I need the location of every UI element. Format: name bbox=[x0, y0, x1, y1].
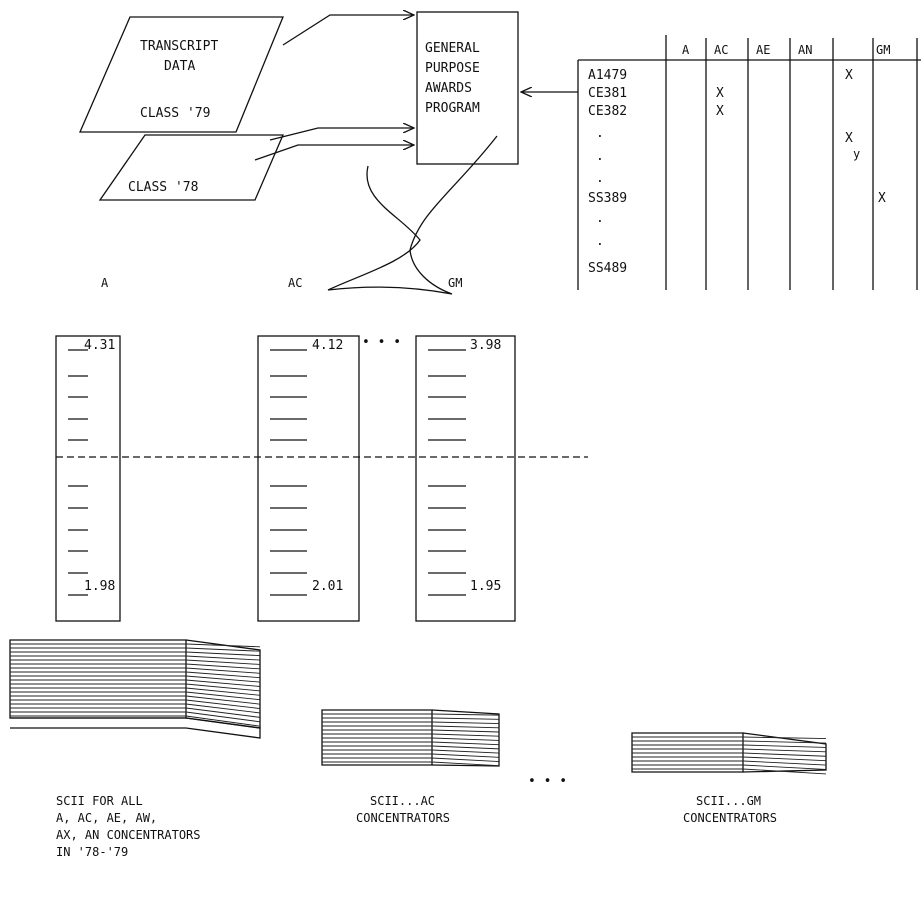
caption-all-line-3: AX, AN CONCENTRATORS bbox=[56, 828, 201, 842]
program-line-4: PROGRAM bbox=[425, 101, 480, 116]
ranking-label-gm: GM bbox=[448, 276, 462, 290]
matrix-row-dot-3: . bbox=[596, 171, 604, 186]
matrix-mark-ce381: X bbox=[716, 86, 724, 101]
program-line-1: GENERAL bbox=[425, 41, 480, 56]
matrix-mark-a1479: X bbox=[845, 68, 853, 83]
arrow-transcript-to-program-mid bbox=[270, 128, 414, 140]
class-78-label: CLASS '78 bbox=[128, 180, 198, 195]
class-79-label: CLASS '79 bbox=[140, 106, 210, 121]
paper-stack-ac bbox=[322, 710, 499, 766]
matrix-col-a: A bbox=[682, 43, 690, 57]
transcript-data-class-79: TRANSCRIPT DATA CLASS '79 bbox=[80, 17, 283, 132]
matrix-row-a1479: A1479 bbox=[588, 68, 627, 83]
matrix-row-dot-2: . bbox=[596, 149, 604, 164]
general-purpose-awards-program: GENERAL PURPOSE AWARDS PROGRAM bbox=[417, 12, 518, 164]
matrix-row-ss489: SS489 bbox=[588, 261, 627, 276]
ranking-gm-bottom: 1.95 bbox=[470, 579, 501, 594]
caption-all-line-1: SCII FOR ALL bbox=[56, 794, 143, 808]
matrix-row-dot-5: . bbox=[596, 234, 604, 249]
matrix-col-ae: AE bbox=[756, 43, 770, 57]
ranking-ellipsis: • • • bbox=[362, 335, 401, 350]
caption-stack-all: SCII FOR ALL A, AC, AE, AW, AX, AN CONCE… bbox=[56, 794, 201, 859]
caption-gm-line-2: CONCENTRATORS bbox=[683, 811, 777, 825]
ranking-label-ac: AC bbox=[288, 276, 302, 290]
ranking-ac-top: 4.12 bbox=[312, 338, 343, 353]
matrix-mark-ss389: X bbox=[878, 191, 886, 206]
arrow-class78-to-program bbox=[255, 145, 414, 160]
caption-stack-ac: SCII...AC CONCENTRATORS bbox=[356, 794, 450, 825]
caption-all-line-2: A, AC, AE, AW, bbox=[56, 811, 157, 825]
ranking-a-bottom: 1.98 bbox=[84, 579, 115, 594]
ranking-gm-top: 3.98 bbox=[470, 338, 501, 353]
caption-ac-line-1: SCII...AC bbox=[370, 794, 435, 808]
ranking-ac-bottom: 2.01 bbox=[312, 579, 343, 594]
data-label: DATA bbox=[164, 59, 195, 74]
paper-stack-gm bbox=[632, 733, 826, 774]
ranking-list-ac: AC 4.12 2.01 bbox=[258, 276, 359, 621]
matrix-row-dot-1: . bbox=[596, 126, 604, 141]
stack-ellipsis: • • • bbox=[528, 774, 567, 789]
transcript-label: TRANSCRIPT bbox=[140, 39, 218, 54]
matrix-row-dot-4: . bbox=[596, 211, 604, 226]
ranking-a-top: 4.31 bbox=[84, 338, 115, 353]
caption-all-line-4: IN '78-'79 bbox=[56, 845, 128, 859]
matrix-row-ce382: CE382 bbox=[588, 104, 627, 119]
matrix-col-gm: GM bbox=[876, 43, 890, 57]
program-line-2: PURPOSE bbox=[425, 61, 480, 76]
caption-stack-gm: SCII...GM CONCENTRATORS bbox=[683, 794, 777, 825]
matrix-mark-dots-x: X bbox=[845, 131, 853, 146]
paper-stack-all bbox=[10, 640, 260, 738]
ranking-label-a: A bbox=[101, 276, 109, 290]
matrix-row-ce381: CE381 bbox=[588, 86, 627, 101]
matrix-mark-ce382: X bbox=[716, 104, 724, 119]
ranking-list-gm: GM 3.98 1.95 bbox=[416, 276, 515, 621]
transcript-data-class-78: CLASS '78 bbox=[100, 135, 283, 200]
course-concentration-matrix: A AC AE AN GM A1479 CE381 CE382 . . . SS… bbox=[578, 35, 921, 290]
matrix-col-ac: AC bbox=[714, 43, 728, 57]
matrix-row-ss389: SS389 bbox=[588, 191, 627, 206]
ranking-list-a: A 4.31 1.98 bbox=[56, 276, 120, 621]
arrow-transcript-to-program-top bbox=[283, 15, 414, 45]
caption-gm-line-1: SCII...GM bbox=[696, 794, 761, 808]
funnel-connector bbox=[328, 136, 497, 294]
caption-ac-line-2: CONCENTRATORS bbox=[356, 811, 450, 825]
program-line-3: AWARDS bbox=[425, 81, 472, 96]
matrix-col-an: AN bbox=[798, 43, 812, 57]
matrix-mark-dots-y: y bbox=[853, 147, 860, 161]
